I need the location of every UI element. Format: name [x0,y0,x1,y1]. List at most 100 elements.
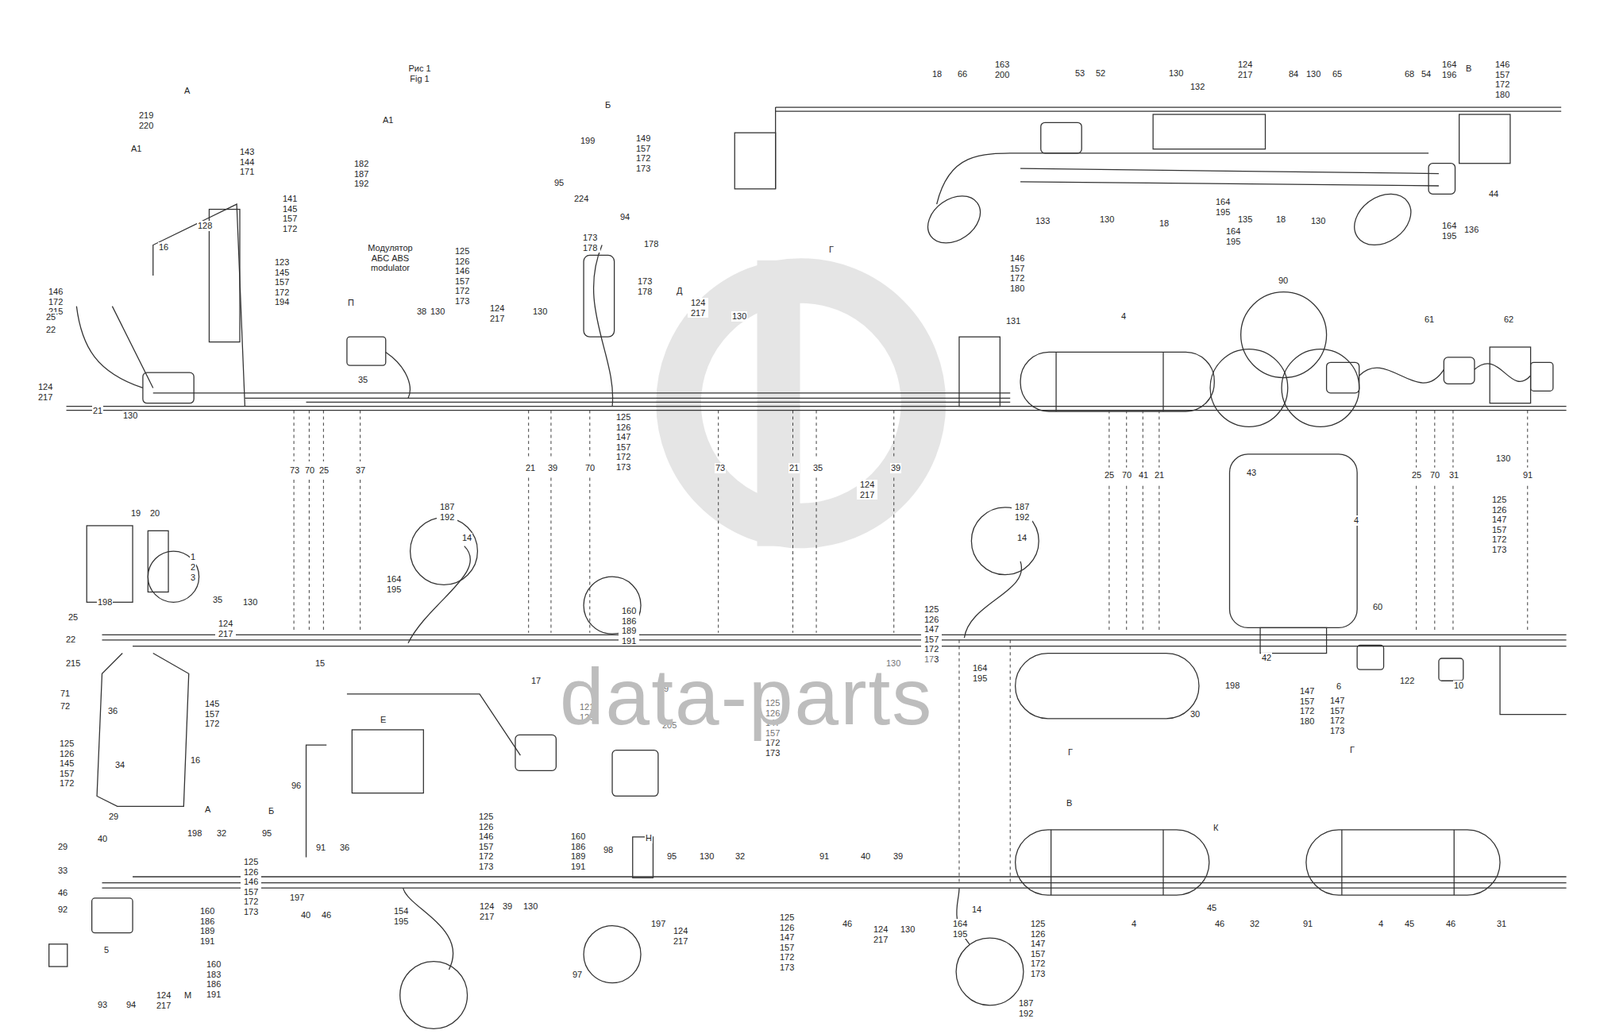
callout-number: 122 [1399,675,1415,687]
callout-number: 16 [189,755,201,766]
callout-number: 35 [812,462,824,474]
callout-number: 160 186 189 191 [567,831,589,872]
watermark-logo [757,260,801,547]
callout-number: 124 217 [476,901,498,922]
callout-number: 198 [1224,680,1241,691]
lower-frame [147,551,199,602]
lower-frame [612,750,659,797]
callout-number: 132 [1189,81,1206,93]
callout-number: 68 [1403,69,1415,80]
callout-number: 46 [57,887,69,899]
callout-number: 141 145 157 172 [279,193,301,234]
lower-frame [515,734,556,771]
callout-number: 30 [1189,709,1201,720]
callout-number: 96 [290,780,302,791]
callout-number: 124 217 [670,925,691,946]
lower-frame [583,925,641,984]
callout-number: К [1212,822,1219,833]
callout-number: 160 183 186 191 [203,959,224,999]
callout-number: 125 126 147 157 172 173 [613,412,634,472]
inset-view [1020,181,1439,186]
callout-number: А1 [381,115,394,126]
lower-frame [1341,829,1342,895]
callout-number: 124 217 [687,297,709,318]
upper-frame [1489,346,1531,404]
lower-frame [1015,829,1210,895]
lower-frame [102,639,1567,640]
callout-number: 145 157 172 [201,698,223,729]
lower-frame [408,546,471,644]
callout-number: 53 [1074,68,1086,79]
callout-number: 199 [579,135,596,147]
callout-number: 125 126 147 157 172 173 [1027,918,1049,979]
callout-number: 98 [602,844,614,856]
callout-number: 21 [92,405,104,417]
callout-number: 21 [1153,470,1165,481]
callout-number: 5 [103,944,110,956]
upper-frame [66,204,1567,427]
callout-number: 3 [189,572,197,583]
callout-number: 36 [339,842,351,853]
watermark: data-parts [559,652,934,741]
inset-view [734,132,775,189]
callout-number: 97 [571,969,583,980]
callout-number: 128 [196,220,213,232]
callout-number: 2 [189,562,197,573]
callout-number: 147 157 172 173 [1326,695,1348,736]
callout-number: 130 [1305,69,1322,80]
callout-number: 45 [1206,902,1218,914]
callout-number: 46 [1445,918,1457,930]
callout-number: А1 [130,143,143,155]
callout-number: 42 [1260,652,1273,664]
callout-number: 164 195 [1212,196,1234,217]
callout-number: 1 [189,551,197,563]
callout-number: 25 [1411,470,1423,481]
inset-view [918,186,989,253]
upper-frame [593,245,614,407]
callout-number: Модулятор АБС ABS modulator [358,242,422,274]
inset-view [775,111,1562,112]
callout-number: 25 [1103,470,1115,481]
callout-number: А [183,85,191,97]
callout-number: 91 [1302,918,1314,930]
callout-number: 52 [1094,68,1107,79]
callout-number: 71 [59,688,71,699]
inset-view [1344,183,1421,256]
lower-frame [102,634,1567,636]
callout-number: 131 [1005,316,1022,327]
lower-frame [132,875,1567,877]
callout-number: 31 [1448,470,1460,481]
callout-number: 40 [300,909,312,921]
callout-number: 62 [1503,314,1515,325]
lower-frame [102,882,1567,883]
callout-number: 73 [289,465,301,476]
lower-frame [632,836,654,878]
callout-number: 38 [416,306,428,317]
callout-number: 160 186 189 191 [196,906,218,946]
callout-number: 20 [149,508,161,519]
watermark-logo [678,281,924,526]
callout-number: 147 157 172 180 [1296,686,1318,726]
callout-number: 164 195 [1222,226,1244,247]
callout-number: 187 192 [1015,998,1037,1018]
callout-number: В [1065,798,1073,809]
callout-number: 6 [1335,681,1342,692]
callout-number: 224 [573,193,590,205]
callout-number: 39 [890,462,902,474]
callout-number: 18 [1275,214,1287,225]
callout-number: 14 [971,904,983,915]
callout-number: 164 196 [1438,59,1460,80]
inset-view [1459,114,1511,164]
callout-number: 4 [1120,311,1127,322]
callout-number: 154 195 [390,906,412,926]
callout-number: 39 [892,851,904,862]
callout-number: 35 [212,594,224,606]
callout-number: 197 [650,918,667,930]
callout-number: 173 178 [579,232,601,253]
callout-number: 4 [1377,918,1385,930]
callout-number: 187 192 [1011,501,1033,522]
callout-number: 39 [547,462,559,474]
callout-number: П [346,297,355,309]
callout-number: 136 [1463,224,1480,236]
inset-view [774,107,776,189]
